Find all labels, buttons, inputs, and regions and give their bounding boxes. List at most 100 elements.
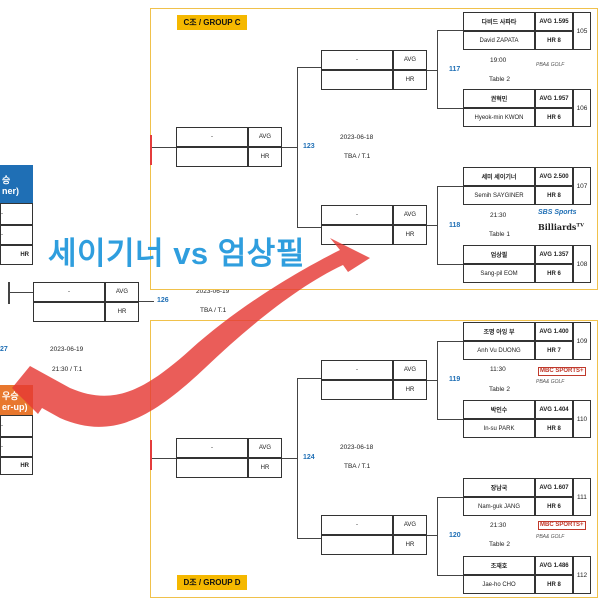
d-qt-bracket <box>437 341 438 419</box>
c-qb-right-line <box>427 225 437 226</box>
final-info: TBA / T.1 <box>200 307 227 314</box>
final-match-number: 126 <box>157 297 169 304</box>
group-c-label: C조 / GROUP C <box>177 15 247 30</box>
runner-row-2: - <box>0 437 33 457</box>
d-semi-bracket <box>297 378 298 538</box>
c-qb-bracket <box>437 186 438 264</box>
winner-row-hr: HR <box>0 245 33 265</box>
c-p105-avg: AVG 1.595 <box>535 12 573 31</box>
runner-title-line1: 우승 <box>2 390 19 401</box>
c-semi-left-line <box>152 147 176 148</box>
pba-logo: PBA& GOLF <box>536 379 565 385</box>
d-p112-avg: AVG 1.486 <box>535 556 573 575</box>
d-p110-eng: In-su PARK <box>463 419 535 438</box>
c-semi-player2-hr: HR <box>248 147 282 167</box>
final-player1-avg: AVG <box>105 282 139 302</box>
d-qt-to-p1 <box>437 341 463 342</box>
c-p108-avg: AVG 1.357 <box>535 245 573 264</box>
d-qt-player1-avg: AVG <box>393 360 427 380</box>
c-semi-number: 123 <box>303 143 315 150</box>
d-qb-to-p1 <box>437 497 463 498</box>
c-p108-hr: HR 6 <box>535 264 573 283</box>
left-match-number: 27 <box>0 346 8 353</box>
c-p107-kor: 세미 세이기너 <box>463 167 535 186</box>
d-semi-number: 124 <box>303 454 315 461</box>
c-semi-right-line <box>282 147 297 148</box>
d-top-match-table: Table 2 <box>489 386 510 393</box>
d-top-match-time: 11:30 <box>490 366 506 373</box>
c-qb-player2-name <box>321 225 393 245</box>
c-p105-eng: David ZAPATA <box>463 31 535 50</box>
d-p110-hr: HR 8 <box>535 419 573 438</box>
winner-header: 승 ner) <box>0 165 33 203</box>
c-p107-hr: HR 8 <box>535 186 573 205</box>
d-semi-left-line <box>152 458 176 459</box>
d-p112-kor: 조재호 <box>463 556 535 575</box>
c-p107-avg: AVG 2.500 <box>535 167 573 186</box>
d-semi-info: TBA / T.1 <box>344 463 371 470</box>
winner-title-line1: 승 <box>2 174 11 185</box>
c-qb-player1-avg: AVG <box>393 205 427 225</box>
final-connector <box>139 301 154 302</box>
d-p109-avg: AVG 1.400 <box>535 322 573 341</box>
d-p109-hr: HR 7 <box>535 341 573 360</box>
final-player1-name: - <box>33 282 105 302</box>
d-top-match-number: 119 <box>449 376 461 383</box>
d-p112-hr: HR 8 <box>535 575 573 594</box>
d-p110-seed: 110 <box>573 400 591 438</box>
c-p106-eng: Hyeok-min KWON <box>463 108 535 127</box>
d-qt-player2-hr: HR <box>393 380 427 400</box>
c-p107-seed: 107 <box>573 167 591 205</box>
d-qb-player1-avg: AVG <box>393 515 427 535</box>
d-semi-player1-name: - <box>176 438 248 458</box>
c-semi-date: 2023-06-18 <box>340 134 374 141</box>
c-p105-hr: HR 8 <box>535 31 573 50</box>
d-qt-right-line <box>427 380 437 381</box>
d-p110-avg: AVG 1.404 <box>535 400 573 419</box>
d-qb-bracket <box>437 497 438 575</box>
d-p111-hr: HR 6 <box>535 497 573 516</box>
c-p106-seed: 106 <box>573 89 591 127</box>
c-qt-right-line <box>427 70 437 71</box>
left-date: 2023-06-19 <box>50 346 84 353</box>
d-qt-to-p2 <box>437 419 463 420</box>
c-p106-kor: 권혁민 <box>463 89 535 108</box>
c-qt-line <box>297 67 321 68</box>
pba-logo: PBA& GOLF <box>536 62 565 68</box>
c-bottom-match-time: 21:30 <box>490 212 507 219</box>
final-player2-name <box>33 302 105 322</box>
final-player2-hr: HR <box>105 302 139 322</box>
c-top-match-table: Table 2 <box>489 76 510 83</box>
d-qt-line <box>297 378 321 379</box>
c-semi-player1-name: - <box>176 127 248 147</box>
c-p108-seed: 108 <box>573 245 591 283</box>
c-p105-seed: 105 <box>573 12 591 50</box>
c-top-match-time: 19:00 <box>490 57 507 64</box>
d-p111-avg: AVG 1.607 <box>535 478 573 497</box>
c-p105-kor: 다비드 사파타 <box>463 12 535 31</box>
c-qt-player2-name <box>321 70 393 90</box>
c-qt-player1-name: - <box>321 50 393 70</box>
winner-title-line2: ner) <box>2 185 20 196</box>
c-semi-bracket <box>297 67 298 227</box>
d-p112-eng: Jae-ho CHO <box>463 575 535 594</box>
billiards-tv-logo: BilliardsTV <box>538 222 585 232</box>
c-qb-player1-name: - <box>321 205 393 225</box>
d-qb-line <box>297 538 321 539</box>
runner-up-header: 우승 er-up) <box>0 385 33 415</box>
d-semi-right-line <box>282 458 297 459</box>
d-p109-seed: 109 <box>573 322 591 360</box>
c-qb-to-p2 <box>437 264 463 265</box>
mbc-sports-logo: MBC SPORTS+ <box>538 521 586 530</box>
d-p111-eng: Nam-guk JANG <box>463 497 535 516</box>
d-qb-to-p2 <box>437 575 463 576</box>
d-p111-seed: 111 <box>573 478 591 516</box>
pba-logo: PBA& GOLF <box>536 534 565 540</box>
c-qt-player2-hr: HR <box>393 70 427 90</box>
d-bottom-match-table: Table 2 <box>489 541 510 548</box>
d-qt-player2-name <box>321 380 393 400</box>
c-p106-hr: HR 6 <box>535 108 573 127</box>
runner-title-line2: er-up) <box>2 401 28 412</box>
c-qt-to-p2 <box>437 108 463 109</box>
c-qt-to-p1 <box>437 30 463 31</box>
